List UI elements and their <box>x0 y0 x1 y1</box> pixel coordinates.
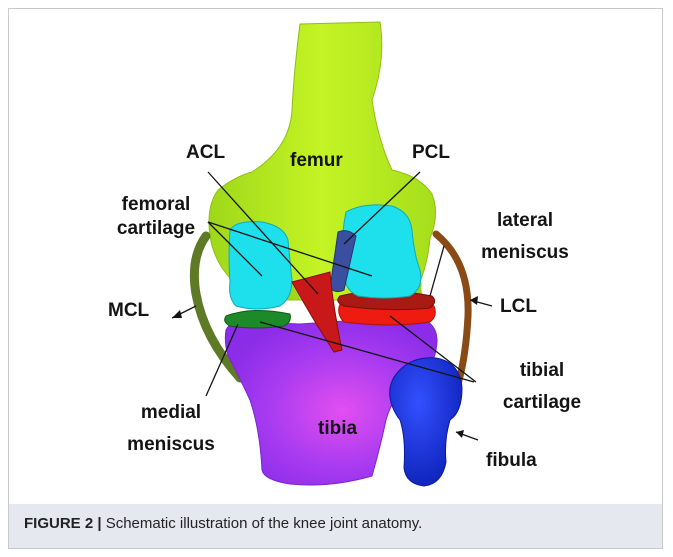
lateral-femoral-cartilage-shape <box>342 205 420 298</box>
label-fibula: fibula <box>486 450 537 472</box>
label-lateral-meniscus-line1: lateral <box>470 210 580 232</box>
figure-caption-text: Schematic illustration of the knee joint… <box>102 515 423 532</box>
label-mcl: MCL <box>108 300 149 322</box>
label-medial-meniscus-line1: medial <box>116 402 226 424</box>
label-lcl: LCL <box>500 296 537 318</box>
label-femoral-cartilage-line1: femoral <box>96 194 216 216</box>
fibula-arrowhead <box>456 430 464 438</box>
lateral-meniscus-leader <box>430 246 444 296</box>
medial-femoral-cartilage-shape <box>229 222 292 309</box>
fibula-shape <box>390 358 462 486</box>
label-tibial-cartilage-line2: cartilage <box>492 392 592 414</box>
figure-number: FIGURE 2 | <box>24 515 102 532</box>
medial-meniscus-shape <box>225 310 291 328</box>
mcl-arrowhead <box>172 310 182 318</box>
label-pcl: PCL <box>412 142 450 164</box>
label-femur: femur <box>290 150 343 172</box>
label-medial-meniscus-line2: meniscus <box>116 434 226 456</box>
label-acl: ACL <box>186 142 225 164</box>
label-tibia: tibia <box>318 418 357 440</box>
label-lateral-meniscus-line2: meniscus <box>470 242 580 264</box>
label-femoral-cartilage-line2: cartilage <box>96 218 216 240</box>
label-tibial-cartilage-line1: tibial <box>492 360 592 382</box>
figure-caption: FIGURE 2 | Schematic illustration of the… <box>24 515 422 532</box>
